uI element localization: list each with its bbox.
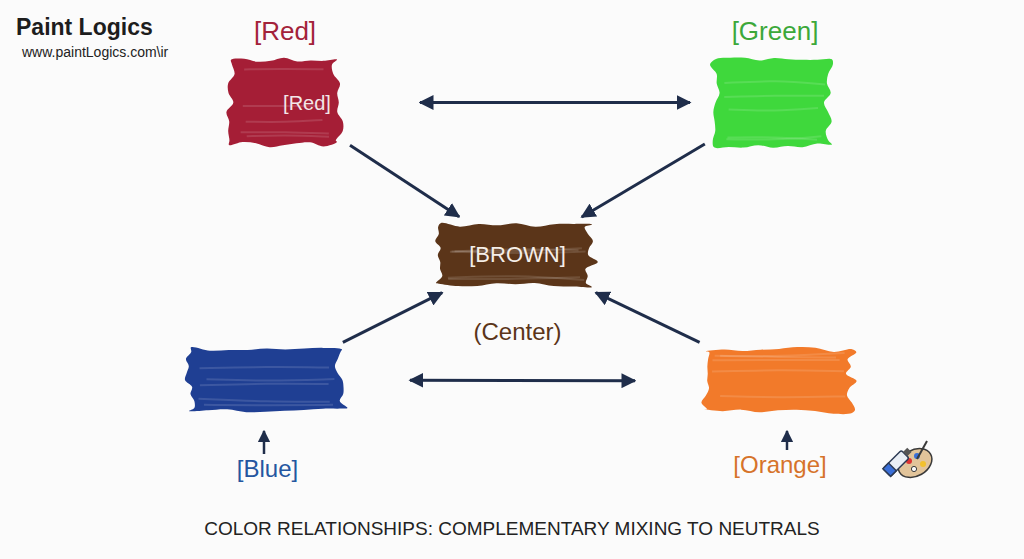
paint-swatch: [BROWN](Center) (435, 220, 600, 290)
paint-swatch: [Orange] (700, 345, 860, 417)
brush-stroke (710, 55, 840, 150)
brush-texture (244, 68, 323, 70)
brush-texture (448, 277, 580, 279)
brush-texture (726, 136, 821, 139)
brush-stroke (185, 345, 350, 415)
brush-texture (246, 120, 323, 122)
brush-texture (724, 96, 824, 97)
brush-texture (247, 136, 329, 137)
color-heading: [Orange] (640, 451, 920, 480)
mixing-arrow (420, 101, 690, 104)
brush-texture (198, 399, 329, 402)
mixing-arrow (582, 144, 705, 217)
brush-texture (712, 370, 844, 371)
brush-texture (724, 81, 825, 84)
brush-texture (206, 379, 334, 381)
mixing-arrow (343, 293, 442, 343)
brush-texture (200, 367, 330, 368)
paint-swatch: [Blue] (185, 345, 350, 415)
brush-texture (448, 276, 584, 280)
brush-texture (712, 359, 839, 361)
paint-swatch: [Green] (710, 55, 840, 150)
diagram-caption: COLOR RELATIONSHIPS: COMPLEMENTARY MIXIN… (0, 518, 1024, 541)
paint-swatch: [Red][Red] (225, 55, 345, 150)
mixing-arrow (596, 293, 700, 343)
brush-texture (200, 384, 329, 386)
brush-texture (720, 396, 845, 397)
leader-arrow (786, 431, 789, 450)
paint-fill (185, 347, 348, 412)
brush-stroke (700, 345, 860, 417)
color-heading: [Red] (165, 16, 405, 47)
position-note: (Center) (375, 318, 660, 347)
swatch-label: [Red] (187, 91, 427, 115)
mixing-arrow (350, 145, 459, 217)
paint-fill (701, 347, 856, 414)
swatch-label: [BROWN] (375, 242, 660, 268)
brush-texture (241, 132, 329, 133)
color-heading: [Blue] (125, 455, 410, 484)
leader-arrow (263, 431, 266, 454)
color-heading: [Green] (650, 16, 900, 47)
brush-texture (204, 404, 333, 407)
brush-texture (715, 356, 836, 358)
brand-name: Paint Logics (16, 14, 153, 42)
paint-tools-icon (883, 441, 937, 483)
mixing-arrow (410, 379, 635, 382)
paint-fill (710, 58, 833, 149)
website-url: www.paintLogics.com\ir (22, 44, 168, 61)
brush-texture (729, 108, 818, 111)
